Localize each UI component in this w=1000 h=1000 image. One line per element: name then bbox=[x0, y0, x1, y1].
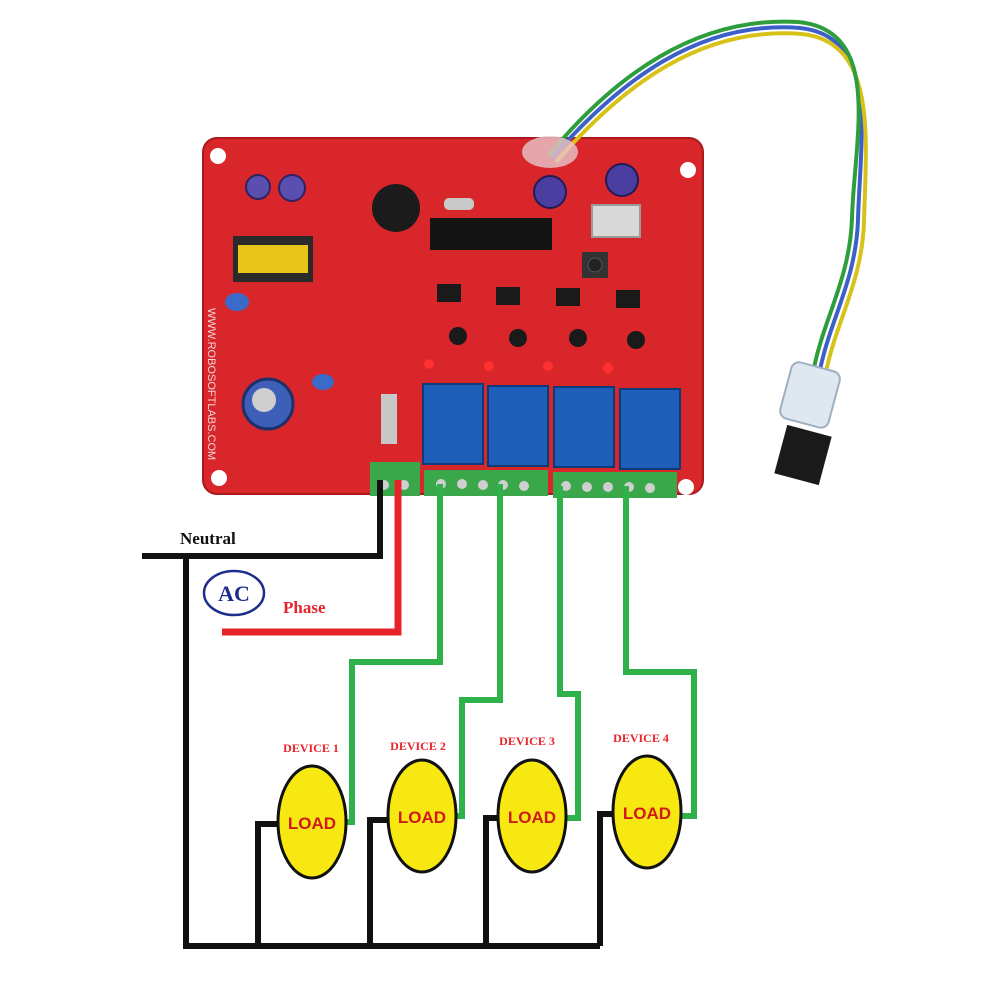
wiring bbox=[142, 480, 697, 949]
device-4-label: DEVICE 4 bbox=[613, 731, 669, 745]
terminal-screw bbox=[519, 481, 529, 491]
neutral-wire-top bbox=[142, 480, 383, 559]
transistor bbox=[627, 331, 645, 349]
terminal-block bbox=[553, 472, 677, 498]
push-button-cap bbox=[587, 257, 603, 273]
capacitor bbox=[278, 174, 306, 202]
mount-hole bbox=[678, 479, 694, 495]
cable-wire-green bbox=[546, 19, 861, 369]
capacitor bbox=[245, 174, 271, 200]
led bbox=[424, 359, 434, 369]
terminal-screw bbox=[478, 480, 488, 490]
relay-1 bbox=[422, 383, 484, 465]
load-3: LOAD bbox=[496, 758, 568, 874]
mount-hole bbox=[210, 148, 226, 164]
relay-4 bbox=[619, 388, 681, 470]
load-2: LOAD bbox=[386, 758, 458, 874]
load-1: LOAD bbox=[276, 764, 348, 880]
microcontroller bbox=[430, 218, 552, 250]
device-2-label: DEVICE 2 bbox=[390, 739, 446, 753]
device3-wire bbox=[557, 486, 581, 821]
terminal-screw bbox=[457, 479, 467, 489]
load1-neutral-wire bbox=[255, 821, 284, 946]
power-resistor bbox=[381, 394, 397, 444]
mount-hole bbox=[680, 162, 696, 178]
transistor bbox=[569, 329, 587, 347]
load-1-label: LOAD bbox=[288, 814, 336, 833]
load-3-bulb bbox=[496, 758, 568, 874]
device-3-label: DEVICE 3 bbox=[499, 734, 555, 748]
led bbox=[603, 363, 613, 373]
optocoupler bbox=[556, 288, 580, 306]
buzzer bbox=[372, 184, 420, 232]
relay-2 bbox=[487, 385, 549, 467]
relay-3 bbox=[553, 386, 615, 468]
load-2-label: LOAD bbox=[398, 808, 446, 827]
load-1-bulb bbox=[276, 764, 348, 880]
capacitor bbox=[533, 175, 567, 209]
board-website: WWW.ROBOSOFTLABS.COM bbox=[205, 308, 217, 460]
load-3-label: LOAD bbox=[508, 808, 556, 827]
optocoupler bbox=[437, 284, 461, 302]
load-2-bulb bbox=[386, 758, 458, 874]
terminal-screw bbox=[561, 481, 571, 491]
neutral-bus bbox=[183, 556, 600, 949]
device4-wire bbox=[623, 486, 697, 819]
terminal-screw bbox=[645, 483, 655, 493]
transformer-coil bbox=[238, 245, 308, 273]
relay-board: WWW.ROBOSOFTLABS.COM bbox=[202, 137, 704, 498]
ac-badge-circle bbox=[202, 569, 266, 617]
terminal-screw bbox=[603, 482, 613, 492]
load-4-label: LOAD bbox=[623, 804, 671, 823]
phase-wire bbox=[222, 480, 402, 636]
ac-badge: AC bbox=[202, 569, 266, 617]
neutral-label: Neutral bbox=[180, 529, 236, 548]
capacitor-top bbox=[252, 388, 276, 412]
crystal bbox=[444, 198, 474, 210]
device2-wire bbox=[450, 484, 503, 819]
led bbox=[543, 361, 553, 371]
connector-sleeve bbox=[779, 361, 841, 429]
optocoupler bbox=[496, 287, 520, 305]
connector bbox=[774, 424, 832, 486]
ac-label: AC bbox=[218, 581, 250, 606]
led bbox=[484, 361, 494, 371]
capacitor bbox=[225, 293, 249, 311]
load2-neutral-wire bbox=[367, 817, 394, 946]
capacitor bbox=[312, 374, 334, 390]
cable-grommet bbox=[522, 136, 578, 168]
terminal-screw bbox=[582, 482, 592, 492]
device1-wire bbox=[340, 484, 443, 825]
device-1-label: DEVICE 1 bbox=[283, 741, 339, 755]
optocoupler bbox=[616, 290, 640, 308]
load-4-bulb bbox=[611, 754, 683, 870]
transistor bbox=[449, 327, 467, 345]
capacitor bbox=[605, 163, 639, 197]
phase-label: Phase bbox=[283, 598, 326, 617]
sensor-cable bbox=[522, 19, 868, 486]
mount-hole bbox=[211, 470, 227, 486]
voltage-regulator bbox=[591, 204, 641, 238]
load-4: LOAD bbox=[611, 754, 683, 870]
transistor bbox=[509, 329, 527, 347]
